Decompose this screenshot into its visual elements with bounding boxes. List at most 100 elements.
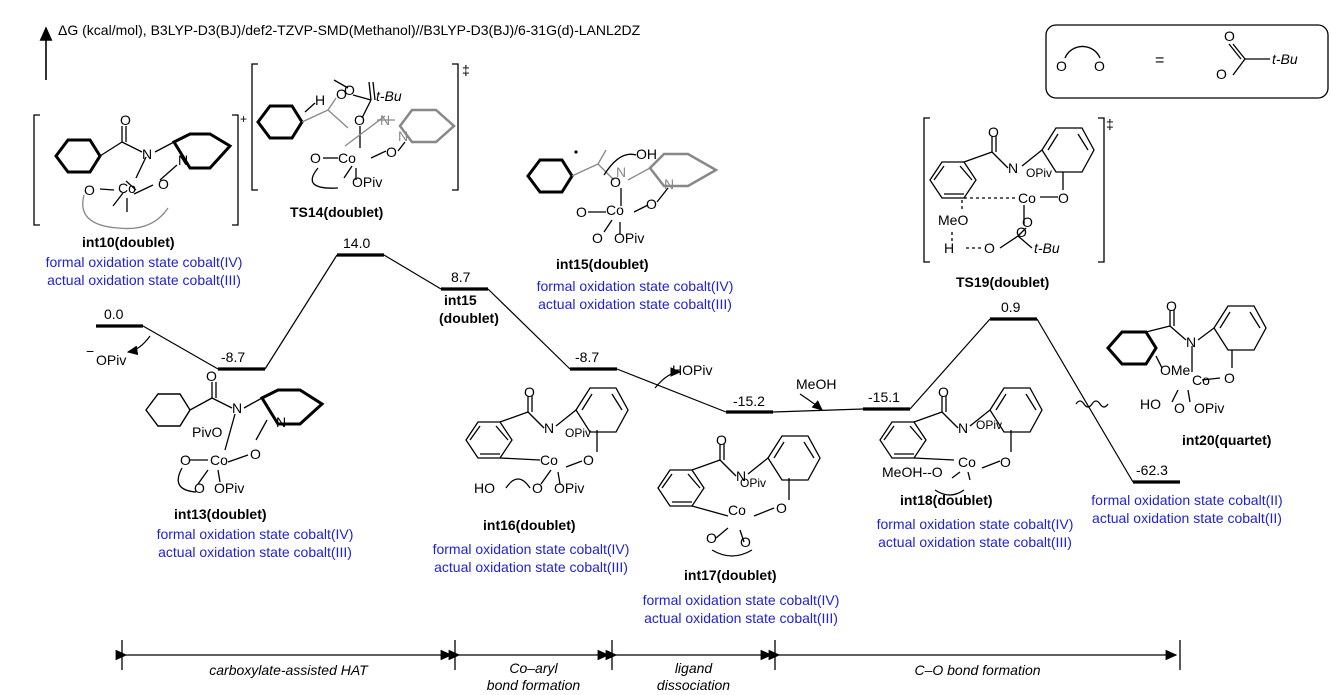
ts19-co: Co	[1018, 190, 1036, 206]
int17-o-left: O	[706, 530, 717, 546]
int16-co: Co	[540, 452, 558, 468]
int20-formal: formal oxidation state cobalt(II)	[1091, 492, 1283, 508]
int20-ho: HO	[1140, 396, 1161, 412]
int13-energy: -8.7	[221, 349, 246, 365]
ts14-n-pyr: N	[398, 128, 409, 144]
legend-tbu: t-Bu	[1272, 51, 1298, 67]
int13-co: Co	[210, 452, 228, 468]
stage-label-co-bond: C–O bond formation	[914, 662, 1041, 678]
int20-n: N	[1186, 334, 1197, 350]
int17-n: N	[736, 468, 747, 484]
legend-o-right: O	[1094, 58, 1105, 74]
int18-meoh-o: MeOH--O	[882, 464, 943, 480]
ts19-n: N	[1008, 160, 1019, 176]
int13-n: N	[232, 400, 243, 416]
structure-ts19	[923, 117, 1105, 263]
int13-name: int13(doublet)	[174, 506, 267, 522]
int10-o-carbonyl: O	[120, 112, 131, 128]
int15-n: N	[616, 164, 627, 180]
ts19-name: TS19(doublet)	[956, 274, 1050, 290]
int17-energy: -15.2	[733, 393, 765, 409]
hopiv-loss-arrow	[654, 367, 682, 389]
ts14-o-top: O	[344, 82, 355, 98]
int15-actual: actual oxidation state cobalt(III)	[538, 296, 732, 312]
int13-o-right: O	[250, 446, 261, 462]
stage-label-coaryl-1: Co–aryl	[509, 660, 558, 676]
int16-opiv-top: OPiv	[565, 426, 592, 440]
ts19-opiv: OPiv	[1026, 166, 1053, 180]
int15-formal: formal oxidation state cobalt(IV)	[536, 278, 734, 294]
int20-ome: OMe	[1160, 362, 1191, 378]
int18-actual: actual oxidation state cobalt(III)	[878, 534, 1072, 550]
opiv-reagent: OPiv	[96, 352, 127, 368]
structure-int13	[145, 382, 325, 493]
int16-ho: HO	[474, 480, 495, 496]
int16-opiv: OPiv	[554, 480, 585, 496]
int18-o-carbonyl: O	[938, 384, 949, 400]
int13-opiv: OPiv	[214, 480, 245, 496]
int17-o-carbonyl: O	[716, 432, 727, 448]
int13-o-carbonyl: O	[206, 368, 217, 384]
int17-co: Co	[728, 502, 746, 518]
int15-o-bottom: O	[592, 230, 603, 246]
ts14-dagger: ‡	[462, 62, 470, 78]
int18-name: int18(doublet)	[900, 492, 993, 508]
ts19-energy: 0.9	[1001, 299, 1021, 315]
ts14-co: Co	[338, 150, 356, 166]
int10-energy: 0.0	[104, 306, 124, 322]
ts14-tbu: t-Bu	[376, 88, 402, 104]
structure-int10	[33, 114, 239, 230]
legend-equals: =	[1155, 52, 1165, 69]
int16-n: N	[544, 420, 555, 436]
int15-name: int15(doublet)	[556, 256, 649, 272]
legend-carboxylate	[1228, 43, 1270, 76]
int17-actual: actual oxidation state cobalt(III)	[644, 610, 838, 626]
int20-o-carbonyl: O	[1166, 298, 1177, 314]
ts19-dagger: ‡	[1106, 116, 1114, 132]
int17-name: int17(doublet)	[684, 567, 777, 583]
int17-formal: formal oxidation state cobalt(IV)	[642, 592, 840, 608]
int16-formal: formal oxidation state cobalt(IV)	[432, 541, 630, 557]
int15-oh: OH	[636, 146, 657, 162]
int18-opiv: OPiv	[976, 418, 1003, 432]
int13-o-bottom: O	[194, 480, 205, 496]
int18-n: N	[958, 420, 969, 436]
meoh-reagent: MeOH	[796, 376, 837, 392]
int13-formal: formal oxidation state cobalt(IV)	[156, 526, 354, 542]
int10-o-right: O	[158, 176, 169, 192]
int10-name: int10(doublet)	[82, 234, 175, 250]
int20-actual: actual oxidation state cobalt(II)	[1092, 510, 1282, 526]
ts19-o-mid: O	[1016, 224, 1027, 240]
int17-o-bottom: O	[740, 534, 751, 550]
int10-o-left: O	[84, 182, 95, 198]
legend-o-top: O	[1224, 28, 1235, 44]
legend-o-bottom: O	[1216, 66, 1227, 82]
int16-o-carbonyl: O	[524, 384, 535, 400]
int15-opiv: OPiv	[614, 230, 645, 246]
int17-opiv: OPiv	[740, 476, 767, 490]
int20-energy: -62.3	[1136, 462, 1168, 478]
ts19-meo: MeO	[938, 212, 969, 228]
legend-box	[1045, 24, 1329, 99]
ts19-o-carbonyl: O	[988, 124, 999, 140]
ts19-o-top2: O	[1022, 214, 1033, 230]
int15-o-right: O	[646, 196, 657, 212]
ts14-o-left: O	[310, 150, 321, 166]
stage-bar	[115, 640, 1181, 670]
ts19-h: H	[944, 240, 955, 256]
int15-n-pyr: N	[664, 176, 675, 192]
structure-int16	[465, 387, 629, 489]
int10-charge: +	[240, 112, 248, 126]
int10-co: Co	[118, 180, 136, 196]
structure-int15	[526, 149, 719, 234]
int16-actual: actual oxidation state cobalt(III)	[434, 559, 628, 575]
ts19-o-lower: O	[984, 240, 995, 256]
energy-levels	[96, 253, 1180, 484]
int15-o-left: O	[576, 204, 587, 220]
stage-label-ligand-1: ligand	[674, 660, 713, 676]
stage-label-ligand-2: dissociation	[656, 677, 731, 693]
int13-n-pyr: N	[276, 414, 287, 430]
int16-o-right: O	[583, 452, 594, 468]
